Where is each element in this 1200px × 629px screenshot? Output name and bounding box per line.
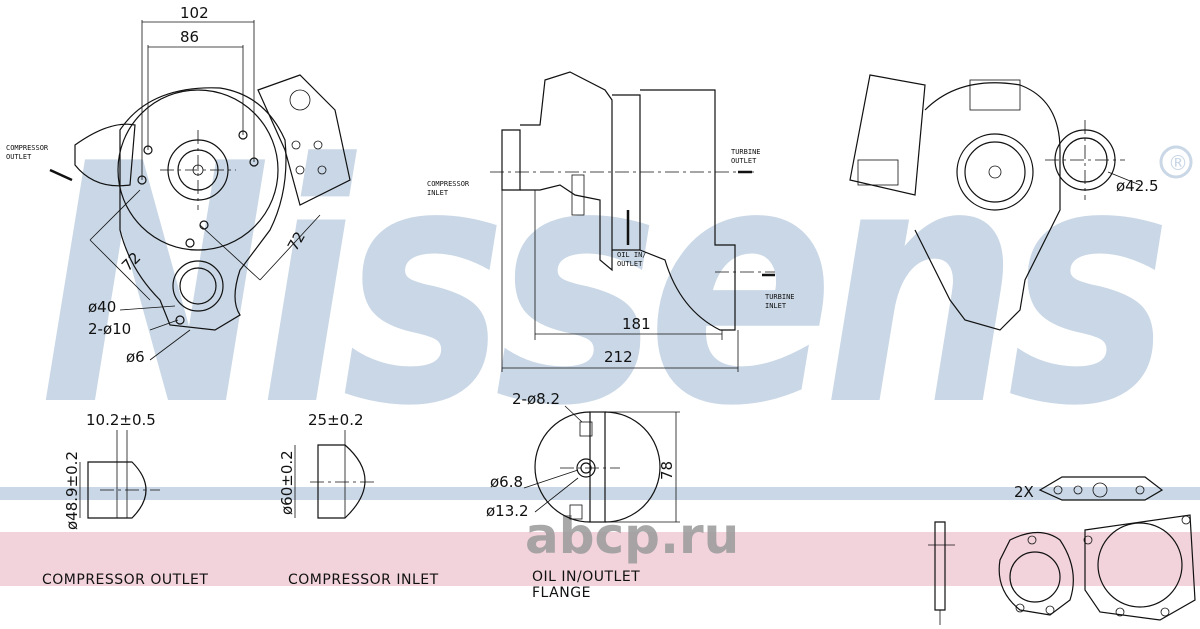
label-compressor-inlet: COMPRESSOR [427,180,470,188]
label-oil-in: OIL IN/ [617,251,647,259]
gaskets: 2X [928,476,1196,625]
detail-oil-flange: 2-ø8.2 ø6.8 ø13.2 78 OIL IN/OUTLET FLANG… [486,390,680,601]
nissens-watermark: Nissens [40,94,1163,478]
dia-42-5: ø42.5 [1116,177,1159,195]
gasket-quantity: 2X [1014,483,1034,501]
label-turbine-inlet: TURBINE [765,293,795,301]
dim-212: 212 [604,348,633,366]
label-compressor-outlet: COMPRESSOR [6,144,49,152]
dim-181: 181 [622,315,651,333]
caption-oil-flange-2: FLANGE [532,585,591,601]
detail-compressor-outlet: 10.2±0.5 ø48.9±0.2 COMPRESSOR OUTLET [42,411,208,588]
holes-2-8-2: 2-ø8.2 [512,390,560,408]
dia-60: ø60±0.2 [278,450,296,515]
label-turbine-outlet: TURBINE [731,148,761,156]
dia-6: ø6 [126,348,145,366]
dia-6-8: ø6.8 [490,473,523,491]
rear-view: ø42.5 [849,74,1159,331]
holes-2-10: 2-ø10 [88,320,131,338]
dim-10-2: 10.2±0.5 [86,411,156,429]
label-oil-outlet: OUTLET [617,260,643,268]
label-compressor-outlet-2: OUTLET [6,153,32,161]
blue-band [0,487,1200,500]
site-logo-watermark: abcp.ru [525,507,739,565]
dim-78: 78 [658,461,676,480]
label-turbine-inlet-2: INLET [765,302,787,310]
side-view: 181 212 COMPRESSOR INLET TURBINE OUTLET … [427,71,795,372]
label-turbine-outlet-2: OUTLET [731,157,757,165]
dim-86: 86 [180,28,199,46]
dia-40: ø40 [88,298,116,316]
caption-compressor-outlet: COMPRESSOR OUTLET [42,572,208,588]
dim-102: 102 [180,4,209,22]
caption-oil-flange: OIL IN/OUTLET [532,569,640,585]
detail-compressor-inlet: 25±0.2 ø60±0.2 COMPRESSOR INLET [278,411,439,588]
registered-mark-circle [1159,145,1193,179]
dia-13-2: ø13.2 [486,502,529,520]
registered-mark: ® [1168,151,1188,175]
dia-48-9: ø48.9±0.2 [63,451,81,530]
label-compressor-inlet-2: INLET [427,189,449,197]
caption-compressor-inlet: COMPRESSOR INLET [288,572,439,588]
dim-25: 25±0.2 [308,411,364,429]
